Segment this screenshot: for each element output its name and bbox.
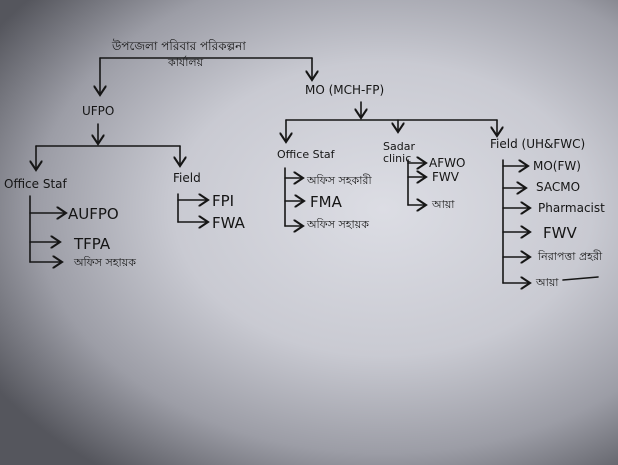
sadar-label-line1: Sadar bbox=[383, 140, 415, 153]
left-field-label: Field bbox=[173, 171, 201, 185]
list-item: AFWO bbox=[429, 156, 465, 170]
list-item: নিরাপত্তা প্রহরী bbox=[537, 250, 603, 263]
list-item: MO(FW) bbox=[533, 159, 581, 173]
right-office-label: Office Staf bbox=[277, 148, 336, 161]
list-item: FPI bbox=[212, 192, 234, 210]
list-item: অফিস সহকারী bbox=[306, 174, 372, 187]
list-item: অফিস সহায়ক bbox=[306, 218, 369, 231]
ufpo-node: UFPO bbox=[82, 104, 114, 118]
right-field-label: Field (UH&FWC) bbox=[490, 137, 585, 151]
title-line2: কার্যালয় bbox=[167, 56, 204, 69]
left-office-label: Office Staf bbox=[4, 177, 68, 191]
list-item: FMA bbox=[310, 193, 343, 211]
list-item: আয়া bbox=[431, 198, 455, 211]
sadar-label-line2: clinic bbox=[383, 152, 411, 165]
list-item: FWA bbox=[212, 214, 246, 232]
list-item: TFPA bbox=[73, 235, 111, 253]
list-item: AUFPO bbox=[68, 205, 119, 223]
title-line1: উপজেলা পরিবার পরিকল্পনা bbox=[111, 39, 246, 53]
list-item: অফিস সহায়ক bbox=[73, 256, 136, 269]
underline-stroke bbox=[562, 276, 599, 281]
list-item: FWV bbox=[543, 224, 577, 242]
list-item: আয়া bbox=[535, 276, 559, 289]
list-item: FWV bbox=[432, 170, 460, 184]
list-item: SACMO bbox=[536, 180, 580, 194]
list-item: Pharmacist bbox=[538, 201, 605, 215]
mo-node: MO (MCH-FP) bbox=[305, 83, 384, 97]
